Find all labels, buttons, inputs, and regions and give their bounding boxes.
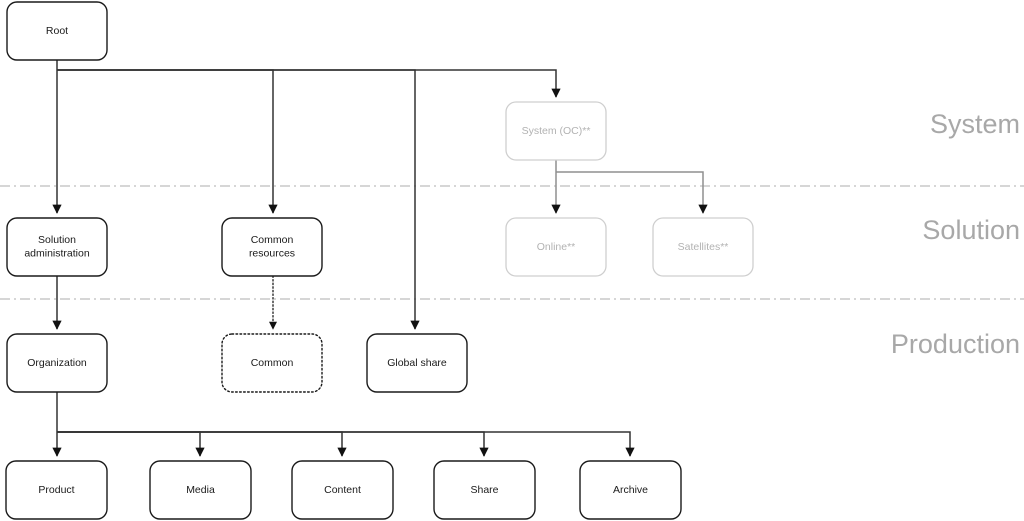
tier-label-production: Production [891,329,1020,359]
node-box-root[interactable] [6,1,108,61]
root-to-global-share [57,69,420,330]
node-label-product: Product [38,484,74,496]
node-label-solution-administration: Solution [38,234,76,246]
node-box-common-resources[interactable] [221,217,323,277]
node-label-common-resources: resources [249,248,295,260]
connector-layer [52,60,708,457]
node-box-organization[interactable] [6,333,108,393]
node-satellites[interactable]: Satellites** [652,217,754,277]
node-box-share[interactable] [433,460,536,520]
node-online[interactable]: Online** [505,217,607,277]
node-label-common: Common [251,357,294,369]
node-system-oc[interactable]: System (OC)** [505,101,607,161]
node-label-online: Online** [537,241,576,253]
node-label-organization: Organization [27,357,87,369]
node-label-solution-administration: administration [24,248,90,260]
organization-to-media [57,431,205,457]
system-oc-to-satellites [556,171,708,214]
node-archive[interactable]: Archive [579,460,682,520]
node-product[interactable]: Product [5,460,108,520]
node-common-resources[interactable]: Common resources [221,217,323,277]
node-box-system-oc[interactable] [505,101,607,161]
node-content[interactable]: Content [291,460,394,520]
node-label-content: Content [324,484,361,496]
node-organization[interactable]: Organization [6,333,108,393]
root-to-system-oc [57,69,561,98]
node-box-content[interactable] [291,460,394,520]
node-label-system-oc: System (OC)** [522,125,591,137]
tier-label-system: System [930,109,1020,139]
node-box-media[interactable] [149,460,252,520]
node-solution-administration[interactable]: Solution administration [6,217,108,277]
node-box-global-share[interactable] [366,333,468,393]
node-label-archive: Archive [613,484,648,496]
node-box-online[interactable] [505,217,607,277]
node-label-root: Root [46,25,68,37]
node-box-product[interactable] [5,460,108,520]
node-share[interactable]: Share [433,460,536,520]
tier-label-solution: Solution [922,215,1020,245]
node-box-archive[interactable] [579,460,682,520]
node-common[interactable]: Common [221,333,323,393]
node-box-common[interactable] [221,333,323,393]
node-label-media: Media [186,484,215,496]
node-label-share: Share [470,484,498,496]
node-box-solution-administration[interactable] [6,217,108,277]
organization-to-archive [57,431,635,457]
node-label-global-share: Global share [387,357,447,369]
node-label-common-resources: Common [251,234,294,246]
root-to-common-resources [57,69,278,214]
organization-to-share [57,431,489,457]
node-label-satellites: Satellites** [678,241,729,253]
node-root[interactable]: Root [6,1,108,61]
node-media[interactable]: Media [149,460,252,520]
node-box-satellites[interactable] [652,217,754,277]
node-global-share[interactable]: Global share [366,333,468,393]
